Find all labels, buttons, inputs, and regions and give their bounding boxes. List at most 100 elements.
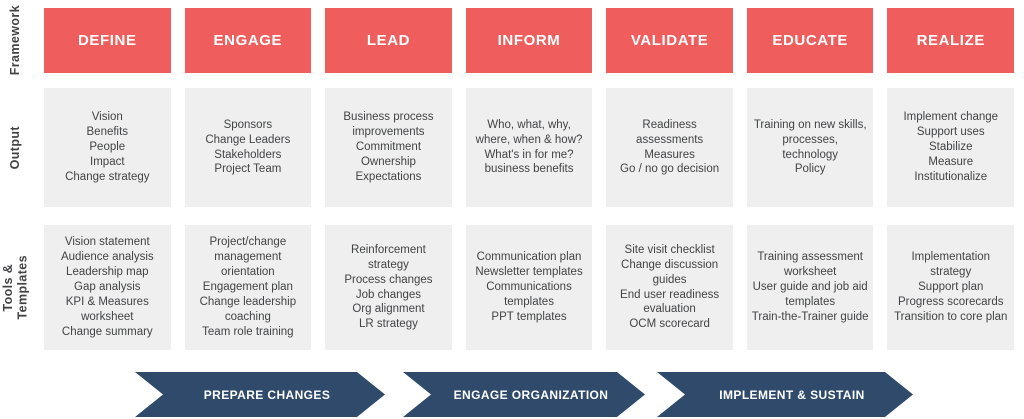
cell-line: Leadership map xyxy=(66,266,149,279)
phase-header: VALIDATE xyxy=(606,8,733,73)
cell-line: Communications templates xyxy=(486,281,572,308)
output-cell: Who, what, why, where, when & how?What's… xyxy=(465,88,593,207)
cell-line: Expectations xyxy=(355,170,422,183)
cell-line: KPI & Measures worksheet xyxy=(65,295,149,323)
phase-title: REALIZE xyxy=(916,32,985,49)
cell-line: technology xyxy=(782,148,838,161)
cell-line: Ownership xyxy=(360,155,416,168)
row-label-slot-tools: Tools & Templates xyxy=(0,225,30,350)
arrow-prepare-changes: PREPARE CHANGES xyxy=(135,372,385,417)
cell-line: Train-the-Trainer guide xyxy=(751,310,869,323)
cell-line: User guide and job aid templates xyxy=(752,281,868,308)
cell-line: Progress scorecards xyxy=(898,295,1004,308)
cell-line: Communication plan xyxy=(476,251,582,264)
cell-line: Benefits xyxy=(86,126,129,139)
arrow-label: ENGAGE ORGANIZATION xyxy=(453,387,609,402)
cell-line: Training on new skills, xyxy=(753,118,867,131)
cell-line: LR strategy xyxy=(359,318,418,331)
cell-line: Change Leaders xyxy=(205,133,291,146)
cell-line: Process changes xyxy=(344,273,433,286)
cell-line: Stabilize xyxy=(929,141,973,154)
cell-line: PPT templates xyxy=(491,310,567,323)
cell-line: Business process improvements xyxy=(343,111,434,139)
row-labels: Framework Output Tools & Templates xyxy=(0,5,30,350)
cell-line: Commitment xyxy=(355,141,422,154)
phase-header: EDUCATE xyxy=(746,8,874,73)
row-label-framework: Framework xyxy=(7,5,22,76)
arrow-implement-sustain: IMPLEMENT & SUSTAIN xyxy=(657,372,913,417)
output-cell: Training on new skills, processes, technol… xyxy=(746,88,874,207)
cell-line: Policy xyxy=(794,163,826,176)
phase-column: INFORM Who, what, why, where, when & how… xyxy=(465,8,593,350)
cell-line: Institutionalize xyxy=(914,170,988,183)
cell-line: Sponsors xyxy=(223,118,273,131)
cell-line: Support plan xyxy=(918,281,984,294)
phase-header: REALIZE xyxy=(887,8,1015,73)
phase-title: ENGAGE xyxy=(213,32,283,49)
cell-line: Training assessment worksheet xyxy=(757,251,864,279)
phase-header: ENGAGE xyxy=(184,8,312,73)
cell-line: processes, xyxy=(782,133,838,146)
cell-line: Org alignment xyxy=(352,303,425,316)
cell-line: Change strategy xyxy=(65,170,150,183)
cell-line: Readiness assessments xyxy=(636,118,704,146)
cell-line: Job changes xyxy=(355,288,422,301)
cell-line: Measure xyxy=(928,155,974,168)
cell-line: Support uses xyxy=(916,126,985,139)
cell-line: End user readiness evaluation xyxy=(620,288,720,316)
phase-header: INFORM xyxy=(465,8,593,73)
phase-title: DEFINE xyxy=(77,32,137,49)
arrow-label: PREPARE CHANGES xyxy=(203,387,331,402)
framework-grid: Framework Output Tools & Templates DEFIN… xyxy=(0,5,1015,350)
arrow-label: IMPLEMENT & SUSTAIN xyxy=(719,387,865,402)
cell-line: Newsletter templates xyxy=(475,266,583,279)
cell-line: Project/change management orientation xyxy=(209,236,287,279)
cell-line: Change summary xyxy=(61,325,153,338)
cell-line: Stakeholders xyxy=(214,148,282,161)
cell-line: Measures xyxy=(644,148,695,161)
cell-line: Project Team xyxy=(214,163,282,176)
arrow-engage-organization: ENGAGE ORGANIZATION xyxy=(403,372,645,417)
phase-title: VALIDATE xyxy=(630,32,709,49)
phase-title: INFORM xyxy=(497,32,561,49)
cell-line: Impact xyxy=(90,155,125,168)
phase-column: EDUCATE Training on new skills, processes… xyxy=(746,8,874,350)
cell-line: People xyxy=(89,141,126,154)
cell-line: business benefits xyxy=(484,163,574,176)
process-arrows: PREPARE CHANGES ENGAGE ORGANIZATION IMPL… xyxy=(0,372,1014,417)
row-label-output: Output xyxy=(7,125,22,170)
cell-line: Change leadership coaching xyxy=(199,295,297,323)
cell-line: What's in for me? xyxy=(484,148,574,161)
phase-title: LEAD xyxy=(366,32,411,49)
cell-line: Site visit checklist xyxy=(624,243,715,256)
cell-line: OCM scorecard xyxy=(629,318,710,331)
row-label-slot-framework: Framework xyxy=(0,5,30,76)
phase-header: DEFINE xyxy=(44,8,171,73)
cell-line: Vision statement xyxy=(64,236,150,249)
cell-line: Go / no go decision xyxy=(620,163,720,176)
cell-line: Gap analysis xyxy=(74,281,141,294)
cell-line: Team role training xyxy=(202,325,294,338)
cell-line: Audience analysis xyxy=(60,251,154,264)
cell-line: Vision xyxy=(91,111,123,124)
row-label-slot-output: Output xyxy=(0,88,30,207)
cell-line: Implement change xyxy=(903,111,999,124)
